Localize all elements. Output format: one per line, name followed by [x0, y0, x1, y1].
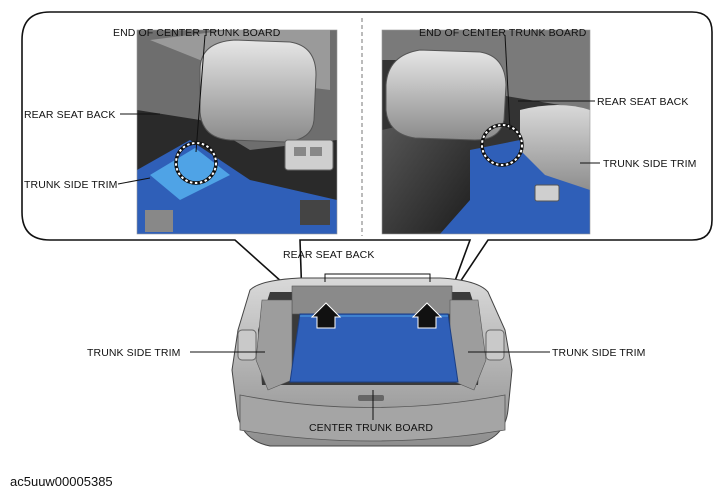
label-right-trunk-side-trim: TRUNK SIDE TRIM [603, 158, 696, 170]
label-main-rear-seat-back: REAR SEAT BACK [283, 249, 374, 261]
leader-lines [117, 34, 600, 420]
label-right-rear-seat-back: REAR SEAT BACK [597, 96, 688, 108]
vehicle-rear-view [231, 277, 513, 447]
label-left-end-of-board: END OF CENTER TRUNK BOARD [113, 27, 281, 39]
figure-code: ac5uuw00005385 [10, 474, 113, 489]
center-trunk-board-shape [289, 313, 459, 383]
lift-arrow-left [310, 302, 342, 329]
lift-arrow-right [411, 302, 443, 329]
label-left-trunk-side-trim: TRUNK SIDE TRIM [24, 179, 117, 191]
label-left-rear-seat-back: REAR SEAT BACK [24, 109, 115, 121]
left-inset-headrest [199, 39, 317, 143]
trunk-side-trim-left-shape [255, 299, 293, 391]
left-inset-image [137, 30, 337, 234]
label-main-trunk-side-trim-right: TRUNK SIDE TRIM [552, 347, 645, 359]
right-inset-headrest [385, 49, 507, 141]
label-main-center-trunk-board: CENTER TRUNK BOARD [309, 422, 433, 434]
label-right-end-of-board: END OF CENTER TRUNK BOARD [419, 27, 587, 39]
label-main-trunk-side-trim-left: TRUNK SIDE TRIM [87, 347, 180, 359]
